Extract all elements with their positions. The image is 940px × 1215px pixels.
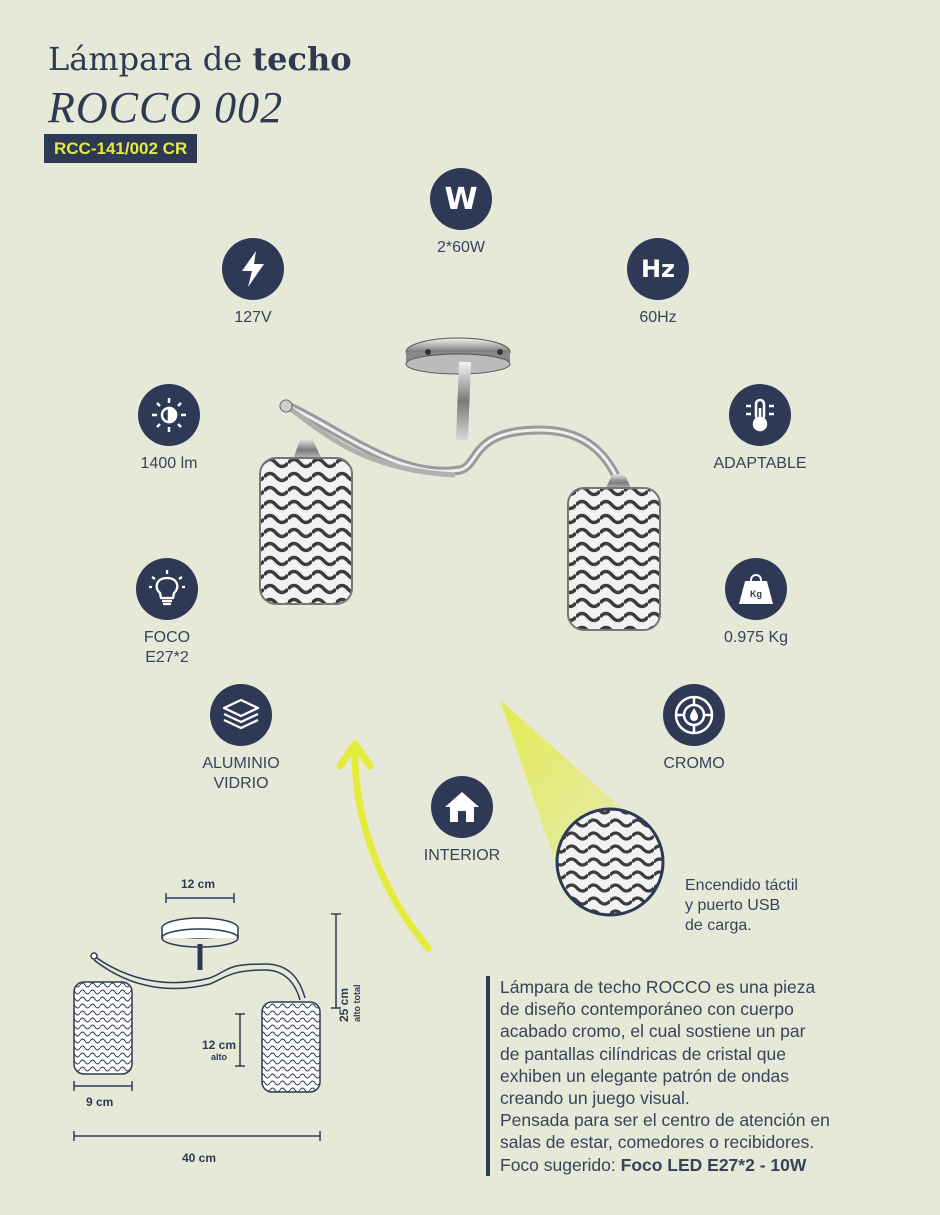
dim-total-width: 40 cm (182, 1151, 217, 1165)
spec-bulb: FOCO E27*2 (97, 558, 237, 668)
dim-height-total-value: 25 cm (337, 987, 351, 1022)
description-line: exhiben un elegante patrón de ondas (500, 1065, 789, 1086)
dim-height-total: 25 cm alto total (337, 984, 364, 1023)
description-line: Pensada para ser el centro de atención e… (500, 1110, 830, 1131)
dim-base-width: 12 cm (181, 877, 216, 891)
house-icon (431, 776, 493, 838)
dim-shade-height-note: alto (211, 1052, 228, 1062)
spec-lumens-label: 1400 lm (140, 455, 198, 472)
touch-usb-note: Encendido táctil y puerto USB de carga. (685, 876, 885, 936)
product-code-badge: RCC-141/002 CR (44, 134, 198, 163)
touch-line-1: Encendido táctil (685, 877, 798, 894)
spec-finish: CROMO (624, 684, 764, 774)
spec-material: ALUMINIO VIDRIO (171, 684, 311, 794)
spec-temperature-label: ADAPTABLE (713, 455, 807, 472)
spec-usage-label: INTERIOR (423, 847, 501, 864)
hz-glyph: Hz (640, 255, 676, 283)
page-title: Lámpara de techo (48, 40, 352, 78)
product-description: Lámpara de techo ROCCO es una pieza de d… (486, 976, 906, 1176)
spec-material-label: ALUMINIO VIDRIO (202, 755, 280, 792)
spec-weight-label: 0.975 Kg (723, 629, 789, 646)
lightning-icon (222, 238, 284, 300)
touch-line-3: de carga. (685, 917, 752, 934)
watt-glyph: W (444, 181, 478, 217)
hz-icon: Hz (627, 238, 689, 300)
description-line: Lámpara de techo ROCCO es una pieza (500, 977, 816, 997)
dim-shade-height: 12 cm alto (202, 1038, 236, 1062)
arrow-decoration (336, 740, 432, 952)
spec-watts: W 2*60W (391, 168, 531, 258)
layers-icon (210, 684, 272, 746)
spec-lumens: 1400 lm (99, 384, 239, 474)
description-line: salas de estar, comedores o recibidores. (500, 1132, 815, 1153)
spec-temperature: ADAPTABLE (690, 384, 830, 474)
dim-height-total-note: alto total (352, 984, 362, 1023)
finish-icon (663, 684, 725, 746)
weight-badge: Kg (750, 589, 762, 599)
watt-icon: W (430, 168, 492, 230)
spec-frequency: Hz 60Hz (588, 238, 728, 328)
description-line: acabado cromo, el cual sostiene un par (500, 1021, 806, 1042)
dim-shade-height-value: 12 cm (202, 1038, 237, 1052)
spec-voltage: 127V (183, 238, 323, 328)
spec-bulb-label: FOCO E27*2 (143, 629, 191, 666)
description-line: de diseño contemporáneo con cuerpo (500, 999, 794, 1020)
spec-usage: INTERIOR (392, 776, 532, 866)
dimension-diagram (73, 893, 341, 1141)
description-line: creando un juego visual. (500, 1088, 690, 1109)
spec-frequency-label: 60Hz (639, 309, 677, 326)
lamp-product-image (259, 337, 661, 631)
bulb-icon (136, 558, 198, 620)
touch-line-2: y puerto USB (685, 897, 781, 914)
weight-icon: Kg (725, 558, 787, 620)
product-model: ROCCO 002 (48, 83, 284, 132)
spec-voltage-label: 127V (234, 309, 272, 326)
spec-finish-label: CROMO (663, 755, 725, 772)
description-line: de pantallas cilíndricas de cristal que (500, 1043, 786, 1064)
suggested-bulb: Foco sugerido: Foco LED E27*2 - 10W (500, 1154, 807, 1175)
spec-weight: Kg 0.975 Kg (686, 558, 826, 648)
detail-zoom (500, 700, 665, 917)
brightness-icon (138, 384, 200, 446)
dim-shade-width: 9 cm (86, 1095, 114, 1109)
spec-watts-label: 2*60W (436, 239, 486, 256)
thermometer-icon (729, 384, 791, 446)
